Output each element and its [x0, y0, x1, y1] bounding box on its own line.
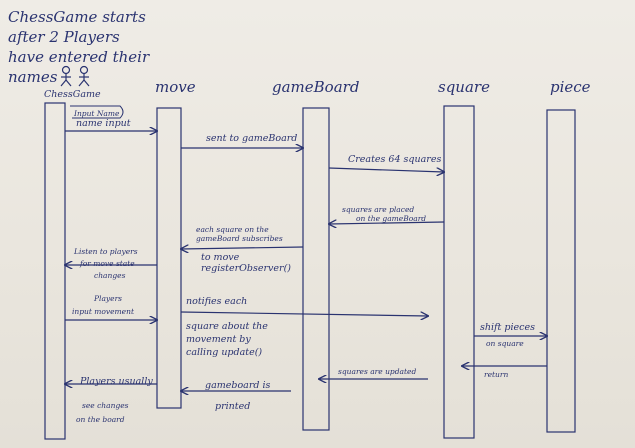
- label-sent-to-gameboard: sent to gameBoard: [206, 133, 297, 144]
- arrow-squares-subscribe: [181, 247, 304, 249]
- activation-bar-piece: [546, 109, 576, 433]
- lifeline-label-gameboard: gameBoard: [272, 78, 359, 96]
- title-line-1: ChessGame starts: [8, 8, 146, 26]
- label-notifies-3: movement by: [186, 334, 251, 345]
- label-players-input-2: input movement: [72, 307, 135, 316]
- label-listen-3: changes: [94, 271, 126, 280]
- label-squares-placed-2: on the gameBoard: [356, 214, 426, 223]
- activation-bar-gameboard: [302, 107, 330, 431]
- lifeline-label-move: move: [155, 78, 196, 96]
- label-squares-updated: squares are updated: [338, 367, 416, 376]
- label-subscribe-3: to move: [201, 252, 240, 263]
- label-squares-placed-1: squares are placed: [342, 205, 414, 214]
- label-see-changes-3: on the board: [76, 415, 125, 424]
- label-shift-pieces-1: shift pieces: [480, 322, 535, 333]
- label-see-changes-2: see changes: [82, 401, 129, 410]
- label-name-input: name input: [76, 118, 131, 129]
- activation-bar-move: [156, 107, 182, 409]
- label-gameboard-printed-2: printed: [215, 401, 250, 412]
- lifeline-label-square: square: [438, 78, 490, 96]
- input-name-note-bracket: [70, 105, 124, 119]
- input-name-note: Input Name: [73, 109, 120, 118]
- activation-bar-square: [443, 105, 475, 439]
- label-notifies-2: square about the: [186, 321, 268, 332]
- actor-icon-2: [78, 65, 90, 87]
- label-return: return: [484, 370, 508, 379]
- label-listen-1: Listen to players: [73, 247, 138, 256]
- label-subscribe-1: each square on the: [196, 225, 269, 234]
- arrow-creates-squares: [328, 167, 444, 172]
- label-players-input-1: Players: [93, 294, 122, 303]
- title-line-4: names: [8, 68, 58, 86]
- label-listen-2: for move state: [79, 259, 135, 268]
- label-notifies-4: calling update(): [186, 347, 262, 358]
- label-shift-pieces-2: on square: [486, 339, 524, 348]
- actor-stick-figures: [60, 65, 90, 87]
- title-line-2: after 2 Players: [8, 28, 120, 46]
- arrow-squares-placed: [329, 222, 445, 224]
- title-line-3: have entered their: [8, 48, 150, 66]
- arrow-notifies-squares: [180, 311, 428, 316]
- lifeline-label-piece: piece: [550, 78, 591, 96]
- activation-bar-chessgame: [44, 102, 66, 440]
- label-subscribe-2: gameBoard subscribes: [196, 234, 283, 243]
- diagram-title: ChessGame starts after 2 Players have en…: [8, 8, 150, 86]
- label-subscribe-4: registerObserver(): [201, 263, 291, 274]
- label-notifies-1: notifies each: [186, 296, 247, 307]
- label-see-changes-1: Players usually: [79, 376, 153, 387]
- label-gameboard-printed-1: gameboard is: [205, 380, 271, 391]
- label-creates-squares: Creates 64 squares: [348, 154, 441, 165]
- actor-label: ChessGame: [44, 89, 101, 100]
- actor-icon-1: [60, 65, 72, 87]
